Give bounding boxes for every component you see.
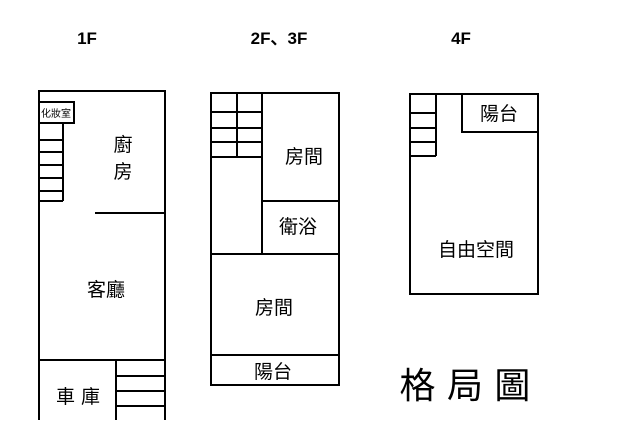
stairs-2f <box>211 93 262 158</box>
room-label-kitchen-1: 廚 <box>113 133 132 156</box>
room-label-bedroom-bottom: 房間 <box>255 297 293 319</box>
room-label-kitchen-2: 房 <box>113 161 132 183</box>
plan-title: 格 局 圖 <box>400 366 531 407</box>
stairs-4f <box>410 94 437 157</box>
partitions-2f <box>211 93 339 356</box>
floor-label-1f: 1F <box>77 29 97 48</box>
room-label-living: 客廳 <box>87 279 125 301</box>
garage-walls <box>38 360 166 420</box>
floor-label-2f-3f: 2F、3F <box>251 29 308 48</box>
walls-1f <box>38 90 166 361</box>
balcony-4f <box>461 93 539 133</box>
makeup-room: 化妝室 <box>38 101 75 124</box>
walls-2f <box>210 92 340 386</box>
room-label-garage: 車 庫 <box>56 386 100 408</box>
stairs-1f <box>39 123 64 202</box>
room-label-balcony-4f: 陽台 <box>480 103 518 125</box>
walls-4f <box>409 93 539 295</box>
room-label-bath: 衛浴 <box>279 216 317 238</box>
plan-1f: 化妝室 廚 房 客廳 車 庫 <box>38 90 166 420</box>
room-label-balcony-2f: 陽台 <box>254 361 292 383</box>
plan-2f-3f: 房間 衛浴 房間 陽台 <box>210 92 340 386</box>
room-label-bedroom-top: 房間 <box>285 146 323 168</box>
room-label-makeup: 化妝室 <box>41 107 71 120</box>
plan-4f: 陽台 自由空間 <box>409 93 539 295</box>
room-label-free-space: 自由空間 <box>438 239 514 261</box>
floor-label-4f: 4F <box>451 29 471 48</box>
